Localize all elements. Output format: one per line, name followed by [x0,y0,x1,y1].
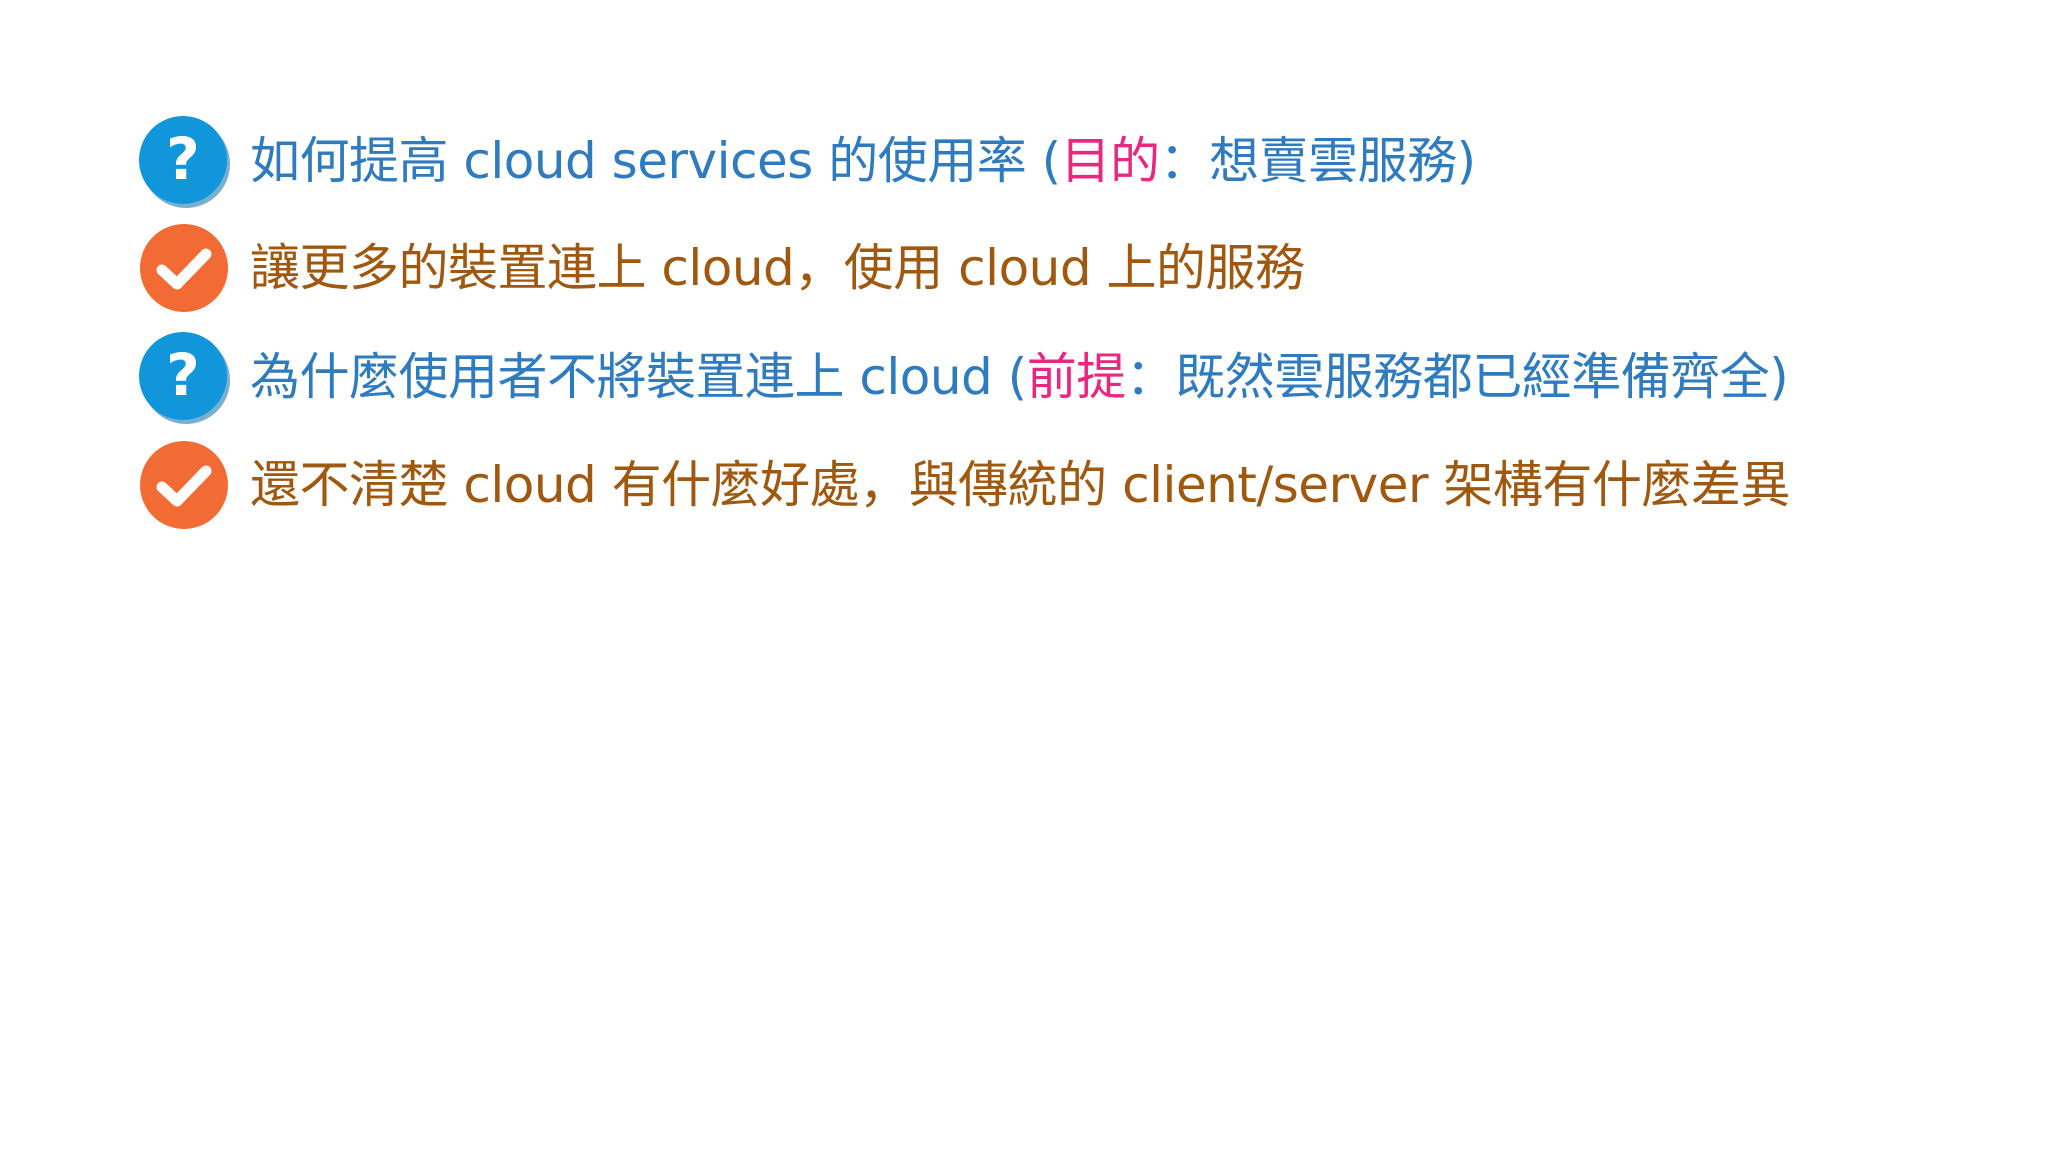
question-text-2: 為什麼使用者不將裝置連上 cloud (前提：既然雲服務都已經準備齊全) [250,352,1789,402]
question-text-1: 如何提高 cloud services 的使用率 (目的：想賣雲服務) [250,136,1476,186]
question-text-2-after: ：既然雲服務都已經準備齊全) [1125,348,1789,406]
question-row-1: ? 如何提高 cloud services 的使用率 (目的：想賣雲服務) [136,111,1476,211]
question-text-2-highlight: 前提 [1026,348,1127,406]
question-text-1-after: ：想賣雲服務) [1159,132,1477,190]
answer-text-2: 還不清楚 cloud 有什麼好處，與傳統的 client/server 架構有什… [250,456,1790,514]
answer-text-1: 讓更多的裝置連上 cloud，使用 cloud 上的服務 [250,239,1305,297]
question-mark-icon: ? [136,113,232,209]
question-row-2: ? 為什麼使用者不將裝置連上 cloud (前提：既然雲服務都已經準備齊全) [136,327,1789,427]
svg-text:?: ? [166,341,200,409]
question-text-1-before: 如何提高 cloud services 的使用率 ( [250,132,1061,190]
answer-row-1: 讓更多的裝置連上 cloud，使用 cloud 上的服務 [136,218,1305,318]
question-text-2-before: 為什麼使用者不將裝置連上 cloud ( [250,348,1027,406]
answer-row-2: 還不清楚 cloud 有什麼好處，與傳統的 client/server 架構有什… [136,435,1790,535]
svg-text:?: ? [166,125,200,193]
checkmark-icon [136,220,232,316]
question-mark-icon: ? [136,329,232,425]
checkmark-icon [136,437,232,533]
question-text-1-highlight: 目的 [1060,132,1161,190]
